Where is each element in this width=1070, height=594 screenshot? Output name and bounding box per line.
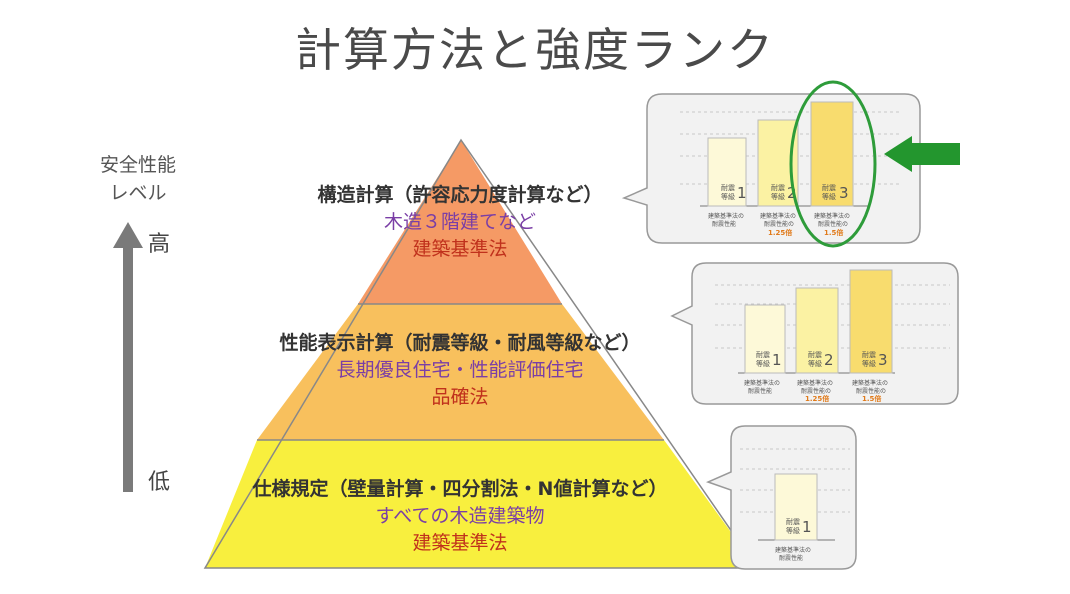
svg-text:建築基準法の: 建築基準法の [852, 379, 888, 387]
svg-text:耐震性能: 耐震性能 [712, 220, 736, 228]
svg-text:等級: 等級 [721, 192, 735, 201]
multiplier-125: 1.25倍 [768, 228, 792, 237]
highlight-circle [789, 80, 877, 248]
svg-text:等級: 等級 [822, 192, 836, 201]
svg-text:耐震: 耐震 [822, 183, 836, 192]
svg-text:耐震: 耐震 [808, 350, 822, 359]
high-label: 高 [148, 232, 171, 257]
callout-middle: 耐震 等級 1 耐震 等級 2 耐震 等級 3 建築基準法の 耐震性能 建築基準… [670, 262, 959, 405]
svg-text:2: 2 [787, 184, 797, 202]
tier-top-law: 建築基準法 [412, 238, 508, 260]
svg-text:1.5倍: 1.5倍 [862, 394, 881, 403]
svg-text:等級: 等級 [771, 192, 785, 201]
svg-text:1: 1 [802, 518, 812, 536]
svg-text:等級: 等級 [862, 359, 876, 368]
svg-text:耐震: 耐震 [786, 517, 800, 526]
svg-text:3: 3 [839, 184, 849, 202]
tier-middle-text: 性能表示計算（耐震等級・耐風等級など） 長期優良住宅・性能評価住宅 品確法 [210, 328, 710, 409]
svg-text:2: 2 [824, 351, 834, 369]
grade-bar-1 [707, 137, 747, 207]
level-arrow [113, 222, 143, 492]
grade-word: 耐震 [721, 183, 735, 192]
svg-text:耐震性能の: 耐震性能の [856, 387, 886, 395]
svg-text:耐震性能の: 耐震性能の [801, 387, 831, 395]
safety-level-label-2: レベル [109, 182, 167, 204]
svg-text:1.25倍: 1.25倍 [805, 394, 829, 403]
tier-middle-law: 品確法 [431, 386, 489, 408]
svg-text:耐震性能: 耐震性能 [748, 387, 772, 395]
svg-text:耐震性能の: 耐震性能の [764, 220, 794, 228]
pyramid-bottom-tier [205, 440, 757, 568]
svg-text:1: 1 [772, 351, 782, 369]
tier-bottom-text: 仕様規定（壁量計算・四分割法・N値計算など） すべての木造建築物 建築基準法 [190, 474, 730, 555]
tier-top-purpose: 木造３階建てなど [383, 211, 536, 233]
svg-text:等級: 等級 [808, 359, 822, 368]
svg-text:3: 3 [878, 351, 888, 369]
grade-bar-3 [810, 101, 854, 207]
svg-text:建築基準法の: 建築基準法の [775, 546, 811, 554]
grade-number: 1 [737, 184, 747, 202]
tier-top-heading: 構造計算（許容応力度計算など） [317, 184, 603, 206]
svg-text:耐震: 耐震 [756, 350, 770, 359]
svg-text:等級: 等級 [756, 359, 770, 368]
svg-text:耐震性能: 耐震性能 [779, 554, 803, 562]
low-label: 低 [148, 470, 171, 495]
svg-text:耐震性能の: 耐震性能の [818, 220, 848, 228]
callout-bottom: 耐震 等級 1 建築基準法の 耐震性能 [705, 425, 857, 570]
svg-text:建築基準法の: 建築基準法の [744, 379, 780, 387]
svg-text:建築基準法の: 建築基準法の [708, 212, 744, 220]
tier-bottom-law: 建築基準法 [412, 532, 508, 554]
svg-text:等級: 等級 [786, 526, 800, 535]
pyramid-middle-tier [257, 304, 664, 440]
green-arrow-icon [884, 136, 960, 172]
multiplier-15: 1.5倍 [824, 228, 843, 237]
safety-level-label: 安全性能 [99, 154, 176, 176]
svg-text:建築基準法の: 建築基準法の [797, 379, 833, 387]
tier-bottom-heading: 仕様規定（壁量計算・四分割法・N値計算など） [252, 478, 668, 500]
tier-bottom-purpose: すべての木造建築物 [375, 505, 545, 527]
svg-text:耐震: 耐震 [771, 183, 785, 192]
tier-middle-heading: 性能表示計算（耐震等級・耐風等級など） [279, 332, 641, 354]
pyramid-top-tier [358, 140, 562, 304]
svg-text:建築基準法の: 建築基準法の [760, 212, 796, 220]
svg-text:建築基準法の: 建築基準法の [814, 212, 850, 220]
svg-text:耐震: 耐震 [862, 350, 876, 359]
tier-middle-purpose: 長期優良住宅・性能評価住宅 [336, 359, 584, 381]
tier-top-text: 構造計算（許容応力度計算など） 木造３階建てなど 建築基準法 [240, 180, 680, 261]
page-title: 計算方法と強度ランク [295, 23, 775, 77]
